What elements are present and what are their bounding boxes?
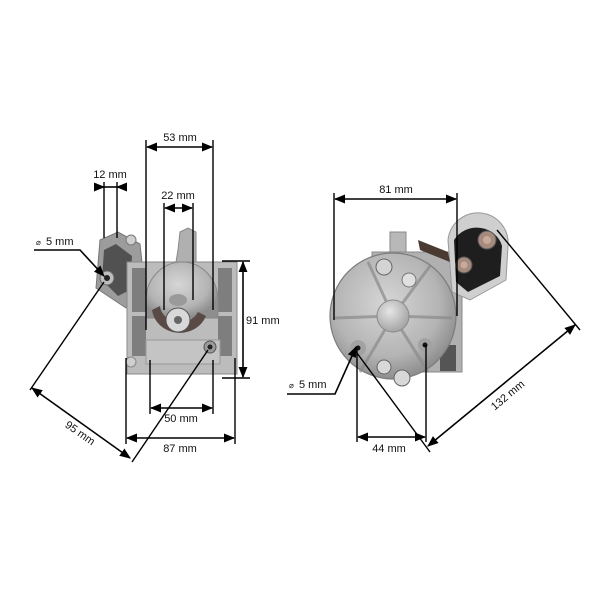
dim-87mm: 87 mm <box>163 443 197 455</box>
dim-53mm: 53 mm <box>163 132 197 144</box>
dim-132mm: 132 mm <box>489 378 527 413</box>
dim-22mm: 22 mm <box>161 190 195 202</box>
front-view-starter-image <box>95 227 238 375</box>
dim-91mm: 91 mm <box>246 315 280 327</box>
diameter-symbol-icon: ⌀ <box>289 381 294 390</box>
dim-50mm: 50 mm <box>164 413 198 425</box>
dim-hole-5mm-front: 5 mm <box>46 236 74 248</box>
dim-hole-5mm-rear: 5 mm <box>299 379 327 391</box>
rear-view-dimension-lines <box>287 193 581 453</box>
dim-12mm: 12 mm <box>93 169 127 181</box>
dim-95mm: 95 mm <box>63 419 97 448</box>
front-view-dimension-lines <box>29 140 250 463</box>
dim-81mm: 81 mm <box>379 184 413 196</box>
diameter-symbol-icon: ⌀ <box>36 238 41 247</box>
dim-44mm: 44 mm <box>372 443 406 455</box>
